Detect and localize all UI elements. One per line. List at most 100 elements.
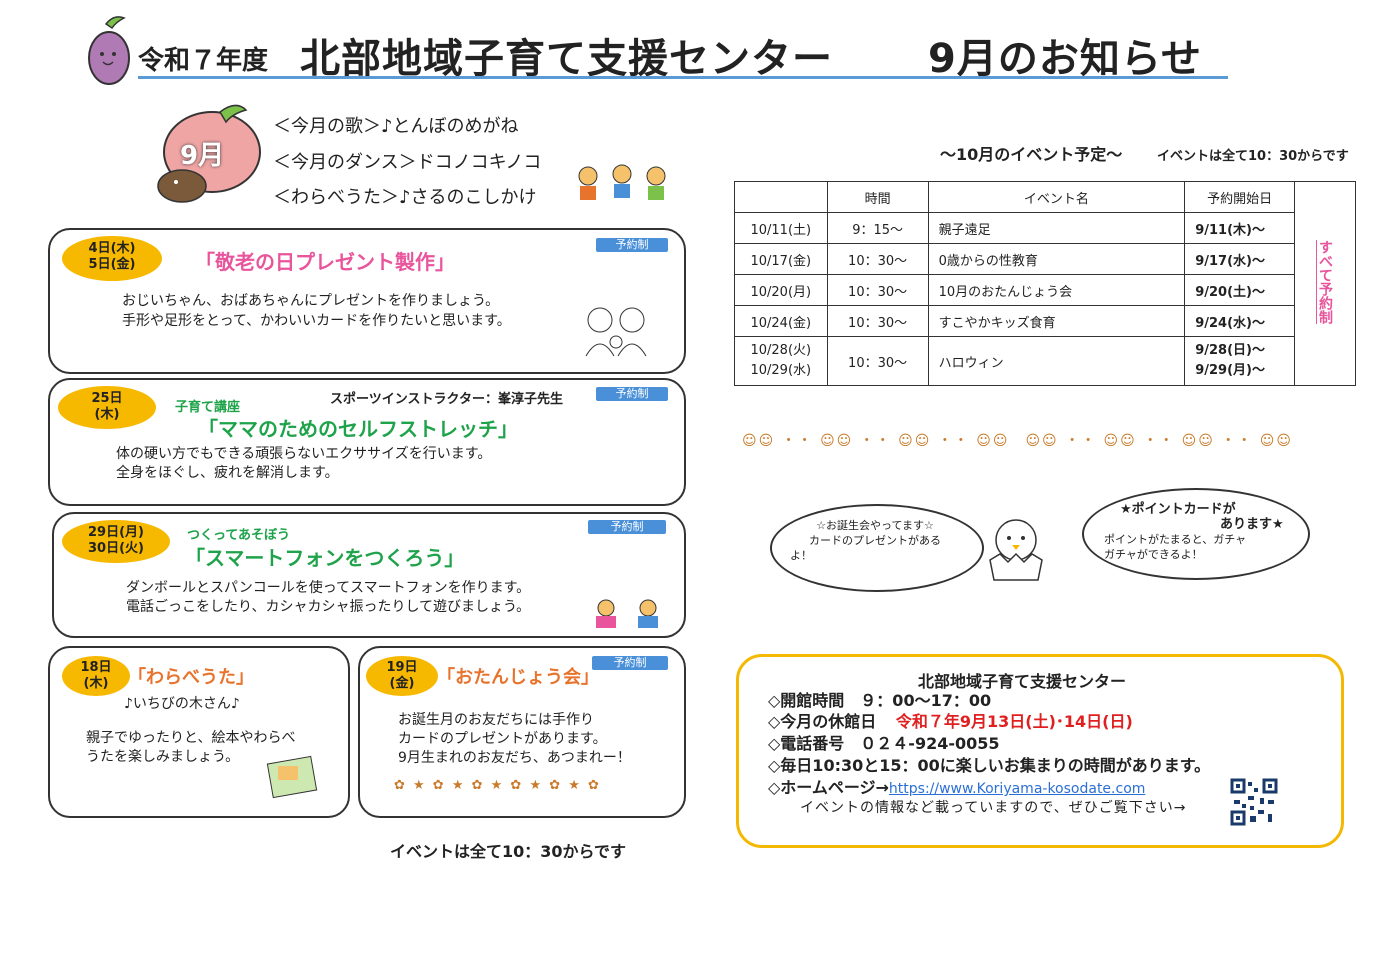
row-time: 10：30～ (826, 243, 929, 275)
row-date: 10/11(土) (734, 212, 828, 244)
date-warabeuta-2: (木) (83, 676, 109, 691)
col-event: イベント名 (927, 181, 1186, 213)
grandparents-illustration (580, 302, 656, 358)
event-title-warabeuta: 「わらべうた」 (128, 667, 254, 688)
bubble-left-line3: よ！ (790, 549, 812, 562)
row-time: 10：30～ (826, 274, 929, 306)
event-instructor-stretch: スポーツインストラクター：峯淳子先生 (330, 392, 563, 407)
footer-note: イベントは全て10：30からです (390, 842, 627, 861)
date-warabeuta-1: 18日 (80, 660, 112, 675)
row-start-1: 9/28(日)～ (1195, 343, 1265, 358)
row-time: 10：30～ (826, 305, 929, 337)
info-homepage-label: ◇ホームページ→ (768, 778, 889, 797)
bubble-right-line1: ★ポイントカードが (1120, 502, 1236, 517)
row-start: 9/11(木)～ (1184, 212, 1295, 244)
dance-of-month: ＜今月のダンス＞ドコノコキノコ (273, 152, 542, 173)
event-category-stretch: 子育て講座 (175, 400, 241, 415)
event-desc-keiro-2: 手形や足形をとって、かわいいカードを作りたいと思います。 (122, 313, 511, 329)
header-year: 令和７年度 (138, 46, 269, 76)
date-phone-1: 29日(月) (88, 525, 144, 540)
event-desc-birthday-1: お誕生月のお友だちには手作り (398, 712, 594, 728)
bubble-right-line3: ポイントがたまると、ガチャ (1104, 533, 1247, 546)
event-desc-stretch-2: 全身をほぐし、疲れを解消します。 (116, 465, 339, 481)
reservation-tag: 予約制 (588, 520, 666, 534)
month-badge: 9月 (180, 141, 225, 171)
header-center-name: 北部地域子育て支援センター (300, 36, 833, 82)
event-desc-keiro-1: おじいちゃん、おばあちゃんにプレゼントを作りましょう。 (122, 293, 500, 309)
bubble-left-line2: カードのプレゼントがある (809, 534, 941, 547)
october-note: イベントは全て10：30からです (1157, 149, 1349, 164)
date-keiro-2: 5日(金) (88, 257, 136, 272)
event-desc-warabeuta-2: うたを楽しみましょう。 (86, 749, 240, 765)
row-event: 親子遠足 (927, 212, 1186, 244)
speech-bubble-pointcard-text: ★ポイントカードが あります★ ポイントがたまると、ガチャ ガチャができるよ！ (1104, 502, 1294, 562)
date-birthday-2: (金) (389, 676, 415, 691)
reservation-tag: 予約制 (596, 238, 668, 252)
date-stretch-1: 25日 (91, 391, 123, 406)
reservation-tag: 予約制 (592, 656, 668, 670)
all-reservation-cell: すべて予約制 (1293, 181, 1357, 386)
col-start: 予約開始日 (1184, 181, 1295, 213)
row-start-2: 9/29(月)～ (1195, 363, 1265, 378)
date-badge-birthday: 19日 (金) (366, 656, 438, 696)
col-date (734, 181, 828, 213)
table-row: 10/17(金) 10：30～ 0歳からの性教育 9/17(水)～ (734, 243, 1356, 275)
event-title-phone: 「スマートフォンをつくろう」 (185, 546, 465, 570)
event-desc-birthday-3: 9月生まれのお友だち、あつまれー！ (398, 750, 631, 766)
sweet-potato-icon (84, 14, 134, 86)
info-hours: ◇開館時間 ９：00～17：00 (768, 691, 992, 710)
event-desc-warabeuta-1: 親子でゆったりと、絵本やわらべ (86, 730, 296, 746)
row-event: ハロウィン (927, 336, 1186, 386)
speech-bubble-birthday-text: ☆お誕生会やってます☆ カードのプレゼントがある よ！ (790, 518, 960, 563)
event-song-warabeuta: ♪いちびの木さん♪ (124, 696, 240, 712)
date-birthday-1: 19日 (386, 660, 418, 675)
info-closed-value: 令和７年9月13日(土)･14日(日) (895, 712, 1133, 731)
reservation-tag: 予約制 (596, 387, 668, 401)
table-header-row: 時間 イベント名 予約開始日 すべて予約制 (734, 181, 1357, 386)
info-closed-label: ◇今月の休館日 (768, 712, 877, 731)
kids-phone-illustration (588, 596, 668, 630)
date-stretch-2: (木) (94, 407, 120, 422)
qr-code-icon[interactable] (1230, 778, 1278, 826)
row-date-2: 10/29(水) (750, 363, 812, 378)
info-daily: ◇毎日10:30と15：00に楽しいお集まりの時間があります。 (768, 756, 1211, 775)
row-time: 10：30～ (826, 336, 929, 386)
info-title: 北部地域子育て支援センター (918, 672, 1127, 691)
row-time: 9：15～ (826, 212, 929, 244)
table-row: 10/28(火)10/29(水) 10：30～ ハロウィン 9/28(日)～9/… (734, 336, 1356, 386)
table-row: 10/24(金) 10：30～ すこやかキッズ食育 9/24(水)～ (734, 305, 1356, 337)
row-start: 9/28(日)～ 9/29(月)～ (1184, 336, 1295, 386)
kids-playing-illustration (570, 160, 680, 204)
date-badge-warabeuta: 18日 (木) (62, 656, 130, 696)
speech-bubble-birthday (770, 504, 984, 592)
table-row: 10/20(月) 10：30～ 10月のおたんじょう会 9/20(土)～ (734, 274, 1356, 306)
october-schedule-table: 時間 イベント名 予約開始日 すべて予約制 10/11(土) 9：15～ 親子遠… (734, 181, 1357, 386)
homepage-link[interactable]: https://www.Koriyama-kosodate.com (888, 781, 1146, 797)
header-month-notice: 9月のお知らせ (928, 36, 1203, 82)
october-heading: ～10月のイベント予定～ (940, 145, 1123, 164)
row-event: 10月のおたんじょう会 (927, 274, 1186, 306)
date-badge-keiro: 4日(木) 5日(金) (62, 236, 162, 281)
month-illustration (150, 100, 270, 210)
song-of-month: ＜今月の歌＞♪とんぼのめがね (273, 116, 519, 137)
warabeuta-of-month: ＜わらべうた＞♪さるのこしかけ (273, 187, 537, 208)
info-homepage: ◇ホームページ→https://www.Koriyama-kosodate.co… (768, 777, 1145, 800)
event-category-phone: つくってあそぼう (187, 528, 290, 543)
info-phone: ◇電話番号 ０２４-924-0055 (768, 734, 1000, 753)
row-start: 9/24(水)～ (1184, 305, 1295, 337)
date-keiro-1: 4日(木) (88, 241, 136, 256)
chick-illustration (978, 512, 1056, 584)
event-title-keiro: 「敬老の日プレゼント製作」 (195, 250, 455, 274)
all-reservation-label: すべて予約制 (1316, 239, 1333, 324)
info-homepage-note: イベントの情報など載っていますので、ぜひご覧下さい→ (800, 800, 1187, 816)
row-event: 0歳からの性教育 (927, 243, 1186, 275)
date-badge-phone: 29日(月) 30日(火) (62, 520, 170, 563)
row-date: 10/20(月) (734, 274, 828, 306)
event-desc-phone-2: 電話ごっこをしたり、カシャカシャ振ったりして遊びましょう。 (126, 599, 531, 615)
col-time: 時間 (826, 181, 929, 213)
info-closed: ◇今月の休館日 令和７年9月13日(土)･14日(日) (768, 711, 1133, 732)
event-card-stretch (48, 378, 686, 506)
decorative-border: ✿ ★ ✿ ★ ✿ ★ ✿ ★ ✿ ★ ✿ (394, 778, 601, 793)
header-underline (138, 76, 1228, 79)
event-desc-stretch-1: 体の硬い方でもできる頑張らないエクササイズを行います。 (116, 446, 492, 462)
